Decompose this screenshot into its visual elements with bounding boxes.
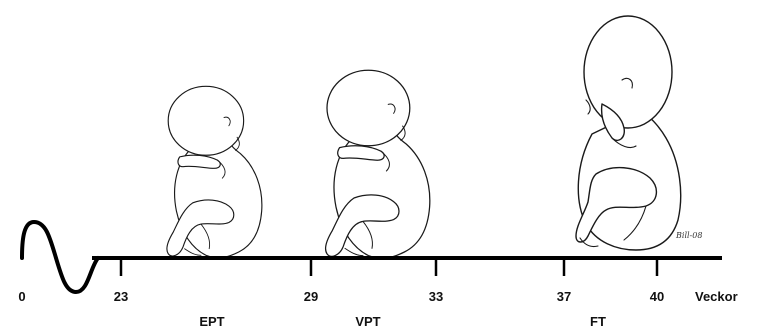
unit-label: Veckor [695, 289, 738, 304]
timeline-ticks [121, 258, 657, 276]
timeline-tick-labels: 0 23 29 33 37 40 [18, 289, 664, 304]
tick-label-37: 37 [557, 289, 571, 304]
tick-label-29: 29 [304, 289, 318, 304]
tick-label-23: 23 [114, 289, 128, 304]
tick-label-40: 40 [650, 289, 664, 304]
fetus-ept-illustration [167, 86, 262, 257]
fetus-vpt-illustration [326, 70, 430, 258]
category-label-vpt: VPT [355, 314, 380, 329]
tick-label-33: 33 [429, 289, 443, 304]
category-label-ept: EPT [199, 314, 224, 329]
artist-signature: Bill-08 [675, 231, 702, 240]
fetus-ft-illustration [576, 16, 681, 250]
tick-label-0: 0 [18, 289, 25, 304]
timeline-origin-wave [22, 222, 98, 292]
category-labels: EPT VPT FT [199, 314, 606, 329]
category-label-ft: FT [590, 314, 606, 329]
